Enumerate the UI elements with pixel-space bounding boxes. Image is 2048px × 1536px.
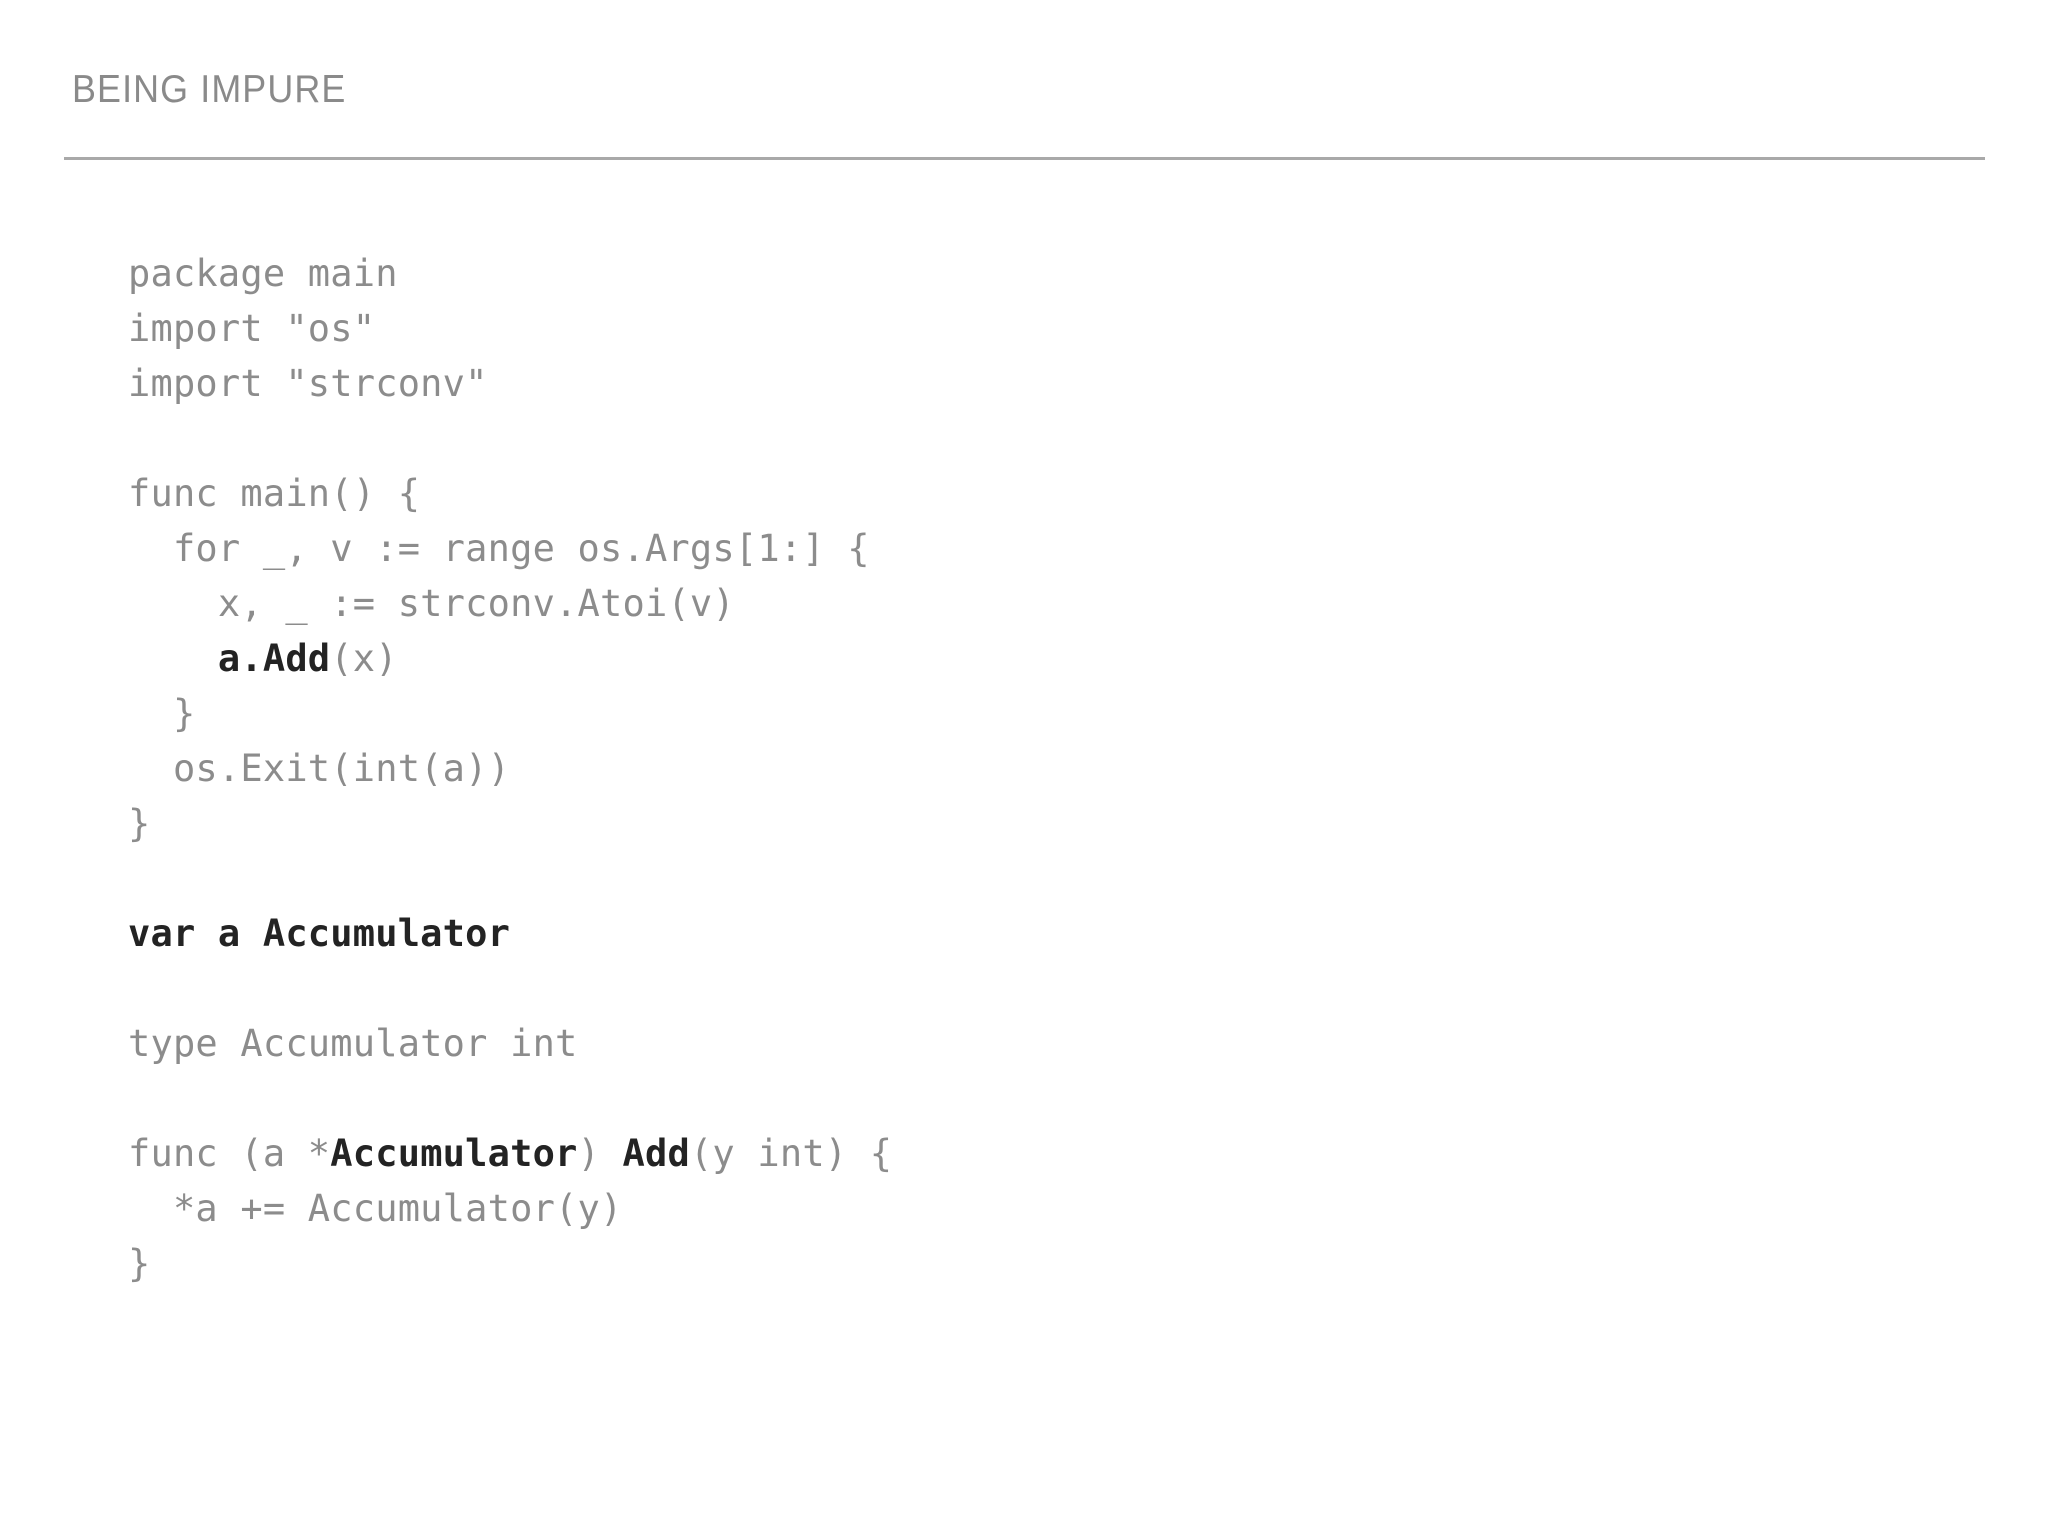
code-token: os.Exit(int(a)): [128, 747, 511, 790]
code-line: [128, 1071, 892, 1126]
code-token: func main() {: [128, 472, 421, 515]
code-token-highlighted: Accumulator: [330, 1132, 578, 1175]
code-token: }: [128, 692, 196, 735]
code-line: }: [128, 1236, 892, 1291]
code-line: package main: [128, 246, 892, 301]
code-line: var a Accumulator: [128, 906, 892, 961]
code-token: }: [128, 802, 151, 845]
code-line: import "os": [128, 301, 892, 356]
title-divider: [64, 157, 1985, 160]
page-title: BEING IMPURE: [72, 68, 347, 111]
code-token: import "strconv": [128, 362, 488, 405]
code-token: package main: [128, 252, 398, 295]
code-line: for _, v := range os.Args[1:] {: [128, 521, 892, 576]
code-token: for _, v := range os.Args[1:] {: [128, 527, 870, 570]
code-line: os.Exit(int(a)): [128, 741, 892, 796]
code-token: type Accumulator int: [128, 1022, 578, 1065]
code-line: type Accumulator int: [128, 1016, 892, 1071]
code-line: }: [128, 686, 892, 741]
code-line: }: [128, 796, 892, 851]
code-token: (y int) {: [689, 1132, 893, 1175]
code-token: ): [577, 1132, 623, 1175]
code-line: import "strconv": [128, 356, 892, 411]
code-token-highlighted: a.Add: [217, 637, 331, 680]
code-line: *a += Accumulator(y): [128, 1181, 892, 1236]
code-token: import "os": [128, 307, 376, 350]
code-line: [128, 411, 892, 466]
code-line: func main() {: [128, 466, 892, 521]
code-token: *a += Accumulator(y): [128, 1187, 623, 1230]
code-token: (x): [330, 637, 398, 680]
code-line: x, _ := strconv.Atoi(v): [128, 576, 892, 631]
code-line: [128, 851, 892, 906]
code-token: }: [128, 1242, 151, 1285]
code-line: [128, 961, 892, 1016]
code-token: [128, 637, 218, 680]
code-token: x, _ := strconv.Atoi(v): [128, 582, 735, 625]
code-token-highlighted: var a Accumulator: [128, 912, 511, 955]
code-line: func (a *Accumulator) Add(y int) {: [128, 1126, 892, 1181]
code-line: a.Add(x): [128, 631, 892, 686]
code-token-highlighted: Add: [622, 1132, 690, 1175]
code-token: func (a *: [128, 1132, 331, 1175]
